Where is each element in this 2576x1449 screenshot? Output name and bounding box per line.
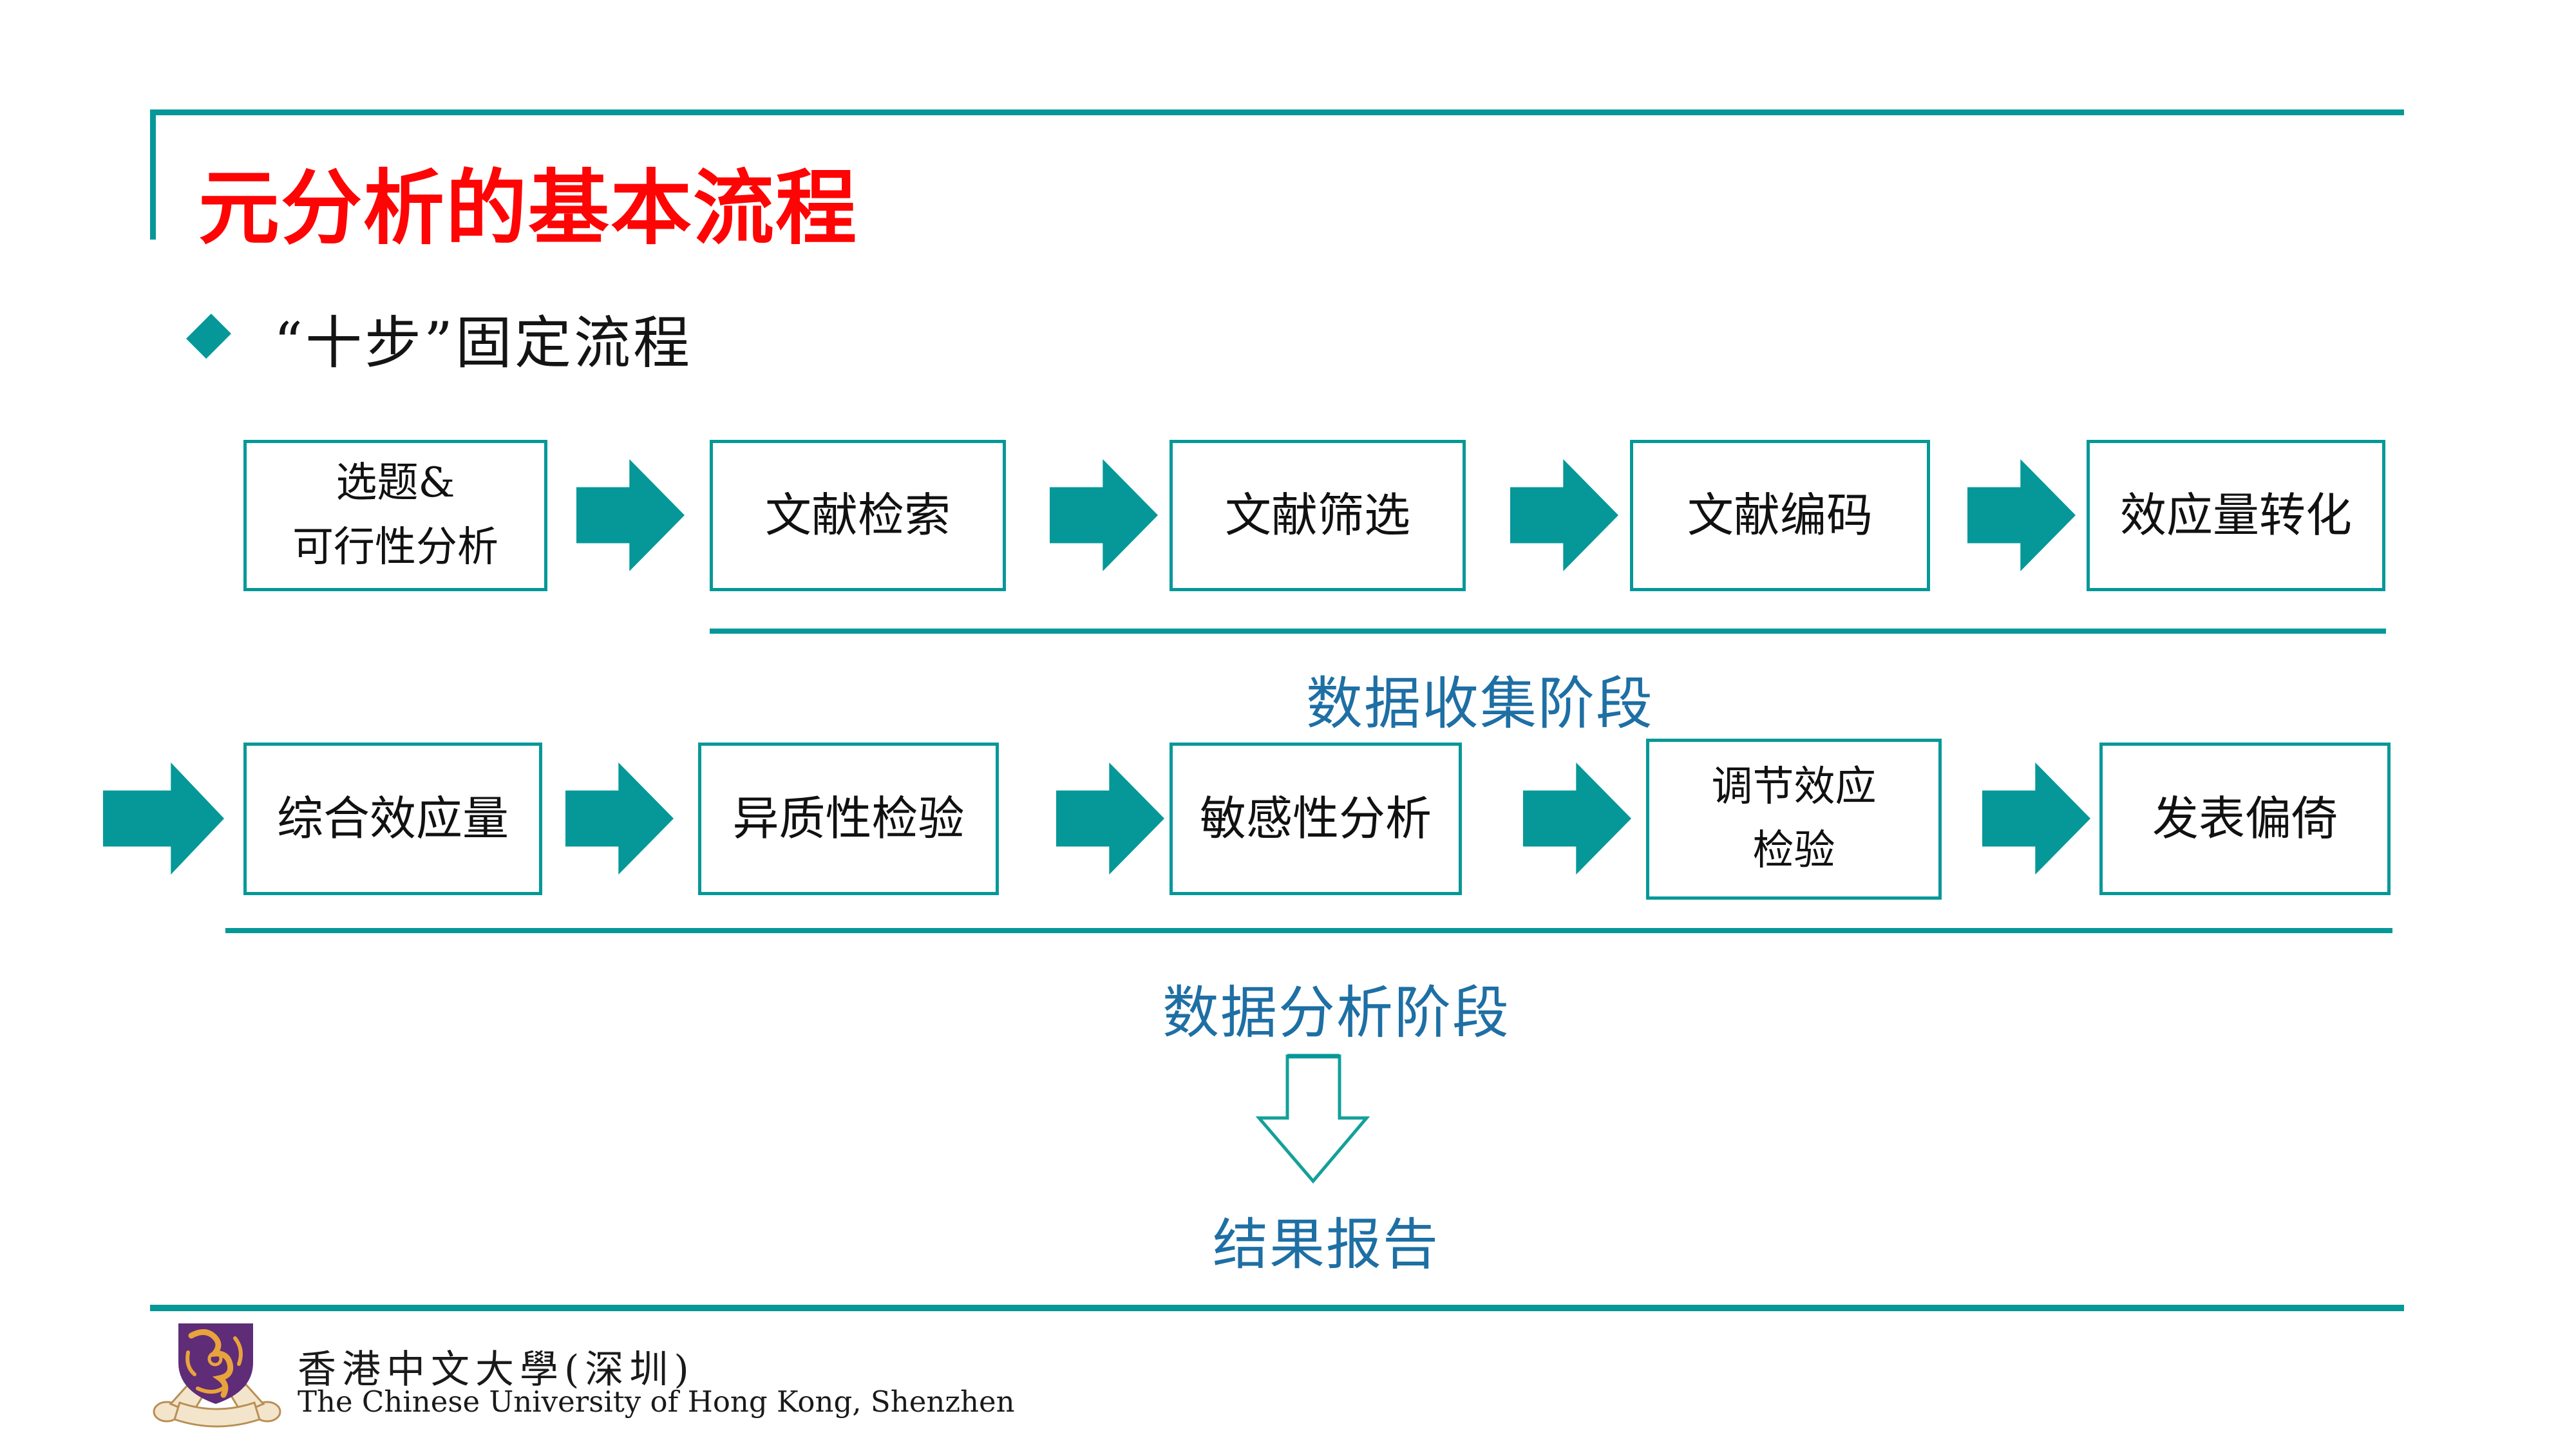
- university-name-english: The Chinese University of Hong Kong, She…: [298, 1385, 1015, 1419]
- down-arrow-icon: [1256, 1054, 1370, 1184]
- flow-step-label: 发表偏倚: [2152, 791, 2338, 846]
- flow-arrow-right-icon: [1510, 459, 1618, 571]
- data-collection-stage-rule: [710, 629, 2386, 634]
- flow-step-label: 异质性检验: [732, 791, 965, 846]
- flow-step-literature-screening: 文献筛选: [1170, 440, 1466, 591]
- flow-arrow-right-icon: [576, 459, 685, 571]
- flow-step-sensitivity-analysis: 敏感性分析: [1170, 743, 1462, 895]
- flow-arrow-right-icon: [103, 762, 224, 875]
- flow-step-literature-coding: 文献编码: [1630, 440, 1930, 591]
- flow-step-label: 效应量转化: [2119, 488, 2352, 542]
- flow-step-label: 文献检索: [764, 488, 951, 542]
- page-title: 元分析的基本流程: [198, 160, 858, 256]
- stage-label-data-analysis: 数据分析阶段: [1162, 980, 1511, 1046]
- flow-step-label: 调节效应: [1711, 762, 1877, 811]
- footer-rule: [150, 1305, 2404, 1311]
- top-border-line: [150, 109, 2404, 115]
- flow-step-label: 可行性分析: [292, 523, 498, 571]
- flow-step-label: 敏感性分析: [1199, 791, 1432, 846]
- flow-arrow-right-icon: [1523, 762, 1631, 875]
- bullet-text: “十步”固定流程: [274, 310, 692, 376]
- data-analysis-stage-rule: [225, 928, 2392, 933]
- flow-arrow-right-icon: [565, 762, 674, 875]
- flow-arrow-right-icon: [1056, 762, 1164, 875]
- flow-step-label: 选题&: [336, 459, 455, 507]
- flow-arrow-right-icon: [1967, 459, 2076, 571]
- flow-step-publication-bias: 发表偏倚: [2099, 743, 2391, 895]
- left-border-line: [150, 109, 156, 240]
- flow-step-moderator-test: 调节效应 检验: [1646, 739, 1942, 900]
- diamond-bullet-icon: [185, 313, 232, 359]
- flow-step-overall-effect-size: 综合效应量: [243, 743, 542, 895]
- flow-step-heterogeneity-test: 异质性检验: [698, 743, 999, 895]
- university-name-chinese: 香港中文大學(深圳): [298, 1347, 695, 1392]
- flow-arrow-right-icon: [1050, 459, 1158, 571]
- flow-step-label: 综合效应量: [276, 791, 509, 846]
- stage-label-data-collection: 数据收集阶段: [1306, 670, 1654, 737]
- flow-arrow-right-icon: [1982, 762, 2090, 875]
- flow-step-topic-feasibility: 选题& 可行性分析: [243, 440, 547, 591]
- flow-step-label: 文献编码: [1687, 488, 1873, 542]
- flow-step-label: 文献筛选: [1224, 488, 1410, 542]
- result-report-label: 结果报告: [1213, 1213, 1439, 1277]
- flow-step-effect-size-conversion: 效应量转化: [2087, 440, 2385, 591]
- flow-step-label: 检验: [1752, 827, 1835, 875]
- university-logo: [153, 1323, 281, 1428]
- flow-step-literature-search: 文献检索: [710, 440, 1006, 591]
